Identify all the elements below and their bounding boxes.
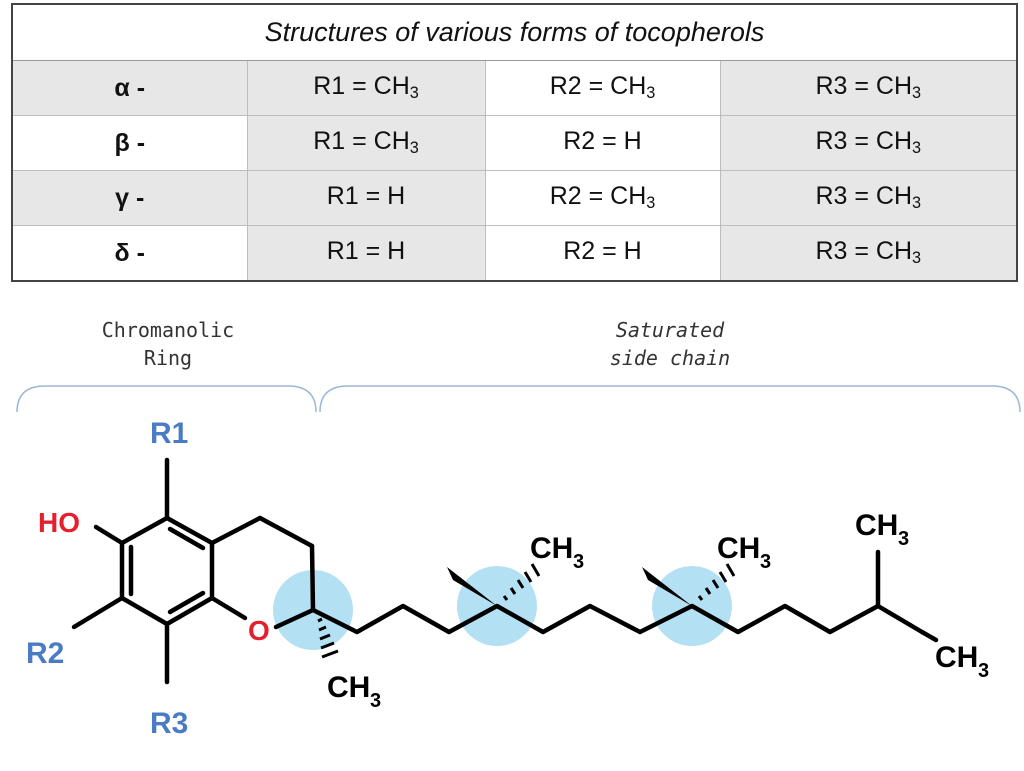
r2-label: R2 (26, 637, 64, 670)
svg-text:3: 3 (898, 528, 909, 550)
molecule-bonds (71, 457, 939, 685)
table-row-alpha: α - R1 = CH3 R2 = CH3 R3 = CH3 (11, 60, 1018, 116)
form-label: δ - (11, 225, 248, 282)
r3-cell: R3 = CH3 (719, 60, 1018, 116)
table-row-delta: δ - R1 = H R2 = H R3 = CH3 (11, 225, 1018, 282)
r2-cell: R2 = H (484, 225, 721, 282)
r1-cell: R1 = CH3 (246, 60, 486, 116)
methyl-label: CH 3 (855, 509, 909, 550)
chain-region-bracket (319, 385, 1021, 413)
hashed-bonds (317, 563, 736, 659)
svg-text:3: 3 (760, 551, 771, 573)
form-label: α - (11, 60, 248, 116)
table-title-row: Structures of various forms of tocophero… (11, 3, 1018, 61)
chain-region-label-line2: side chain (610, 346, 730, 370)
r2-cell: R2 = CH3 (484, 60, 721, 116)
r3-cell: R3 = CH3 (719, 115, 1018, 171)
ring-oxygen-label: O (248, 615, 270, 646)
r3-label: R3 (150, 707, 188, 740)
r2-cell: R2 = CH3 (484, 170, 721, 226)
chain-region-label-line1: Saturated (616, 318, 725, 342)
methyl-label: CH 3 (530, 532, 584, 573)
ring-region-bracket (16, 385, 317, 413)
hydroxyl-label: HO (38, 507, 80, 538)
svg-text:CH: CH (327, 671, 370, 704)
tocopherol-forms-table: Structures of various forms of tocophero… (11, 3, 1019, 282)
form-label: γ - (11, 170, 248, 226)
methyl-label: CH 3 (327, 671, 381, 712)
r1-label: R1 (150, 417, 188, 450)
r1-cell: R1 = CH3 (246, 115, 486, 171)
r3-cell: R3 = CH3 (719, 225, 1018, 282)
methyl-label: CH 3 (935, 641, 989, 682)
r3-cell: R3 = CH3 (719, 170, 1018, 226)
svg-text:CH: CH (717, 532, 760, 565)
form-label: β - (11, 115, 248, 171)
tocopherol-structure-diagram: Chromanolic Ring Saturated side chain (16, 318, 1021, 740)
methyl-label: CH 3 (717, 532, 771, 573)
wedge-bond (642, 567, 692, 606)
r1-cell: R1 = H (246, 170, 486, 226)
svg-text:3: 3 (573, 551, 584, 573)
svg-text:3: 3 (370, 690, 381, 712)
table-row-gamma: γ - R1 = H R2 = CH3 R3 = CH3 (11, 170, 1018, 226)
wedge-bond (447, 567, 497, 606)
r2-cell: R2 = H (484, 115, 721, 171)
svg-text:CH: CH (935, 641, 978, 674)
svg-text:CH: CH (855, 509, 898, 542)
r1-cell: R1 = H (246, 225, 486, 282)
svg-text:3: 3 (978, 660, 989, 682)
ring-region-label-line2: Ring (144, 346, 192, 370)
ring-region-label-line1: Chromanolic (102, 318, 234, 342)
table-title: Structures of various forms of tocophero… (11, 3, 1018, 61)
svg-text:CH: CH (530, 532, 573, 565)
table-row-beta: β - R1 = CH3 R2 = H R3 = CH3 (11, 115, 1018, 171)
